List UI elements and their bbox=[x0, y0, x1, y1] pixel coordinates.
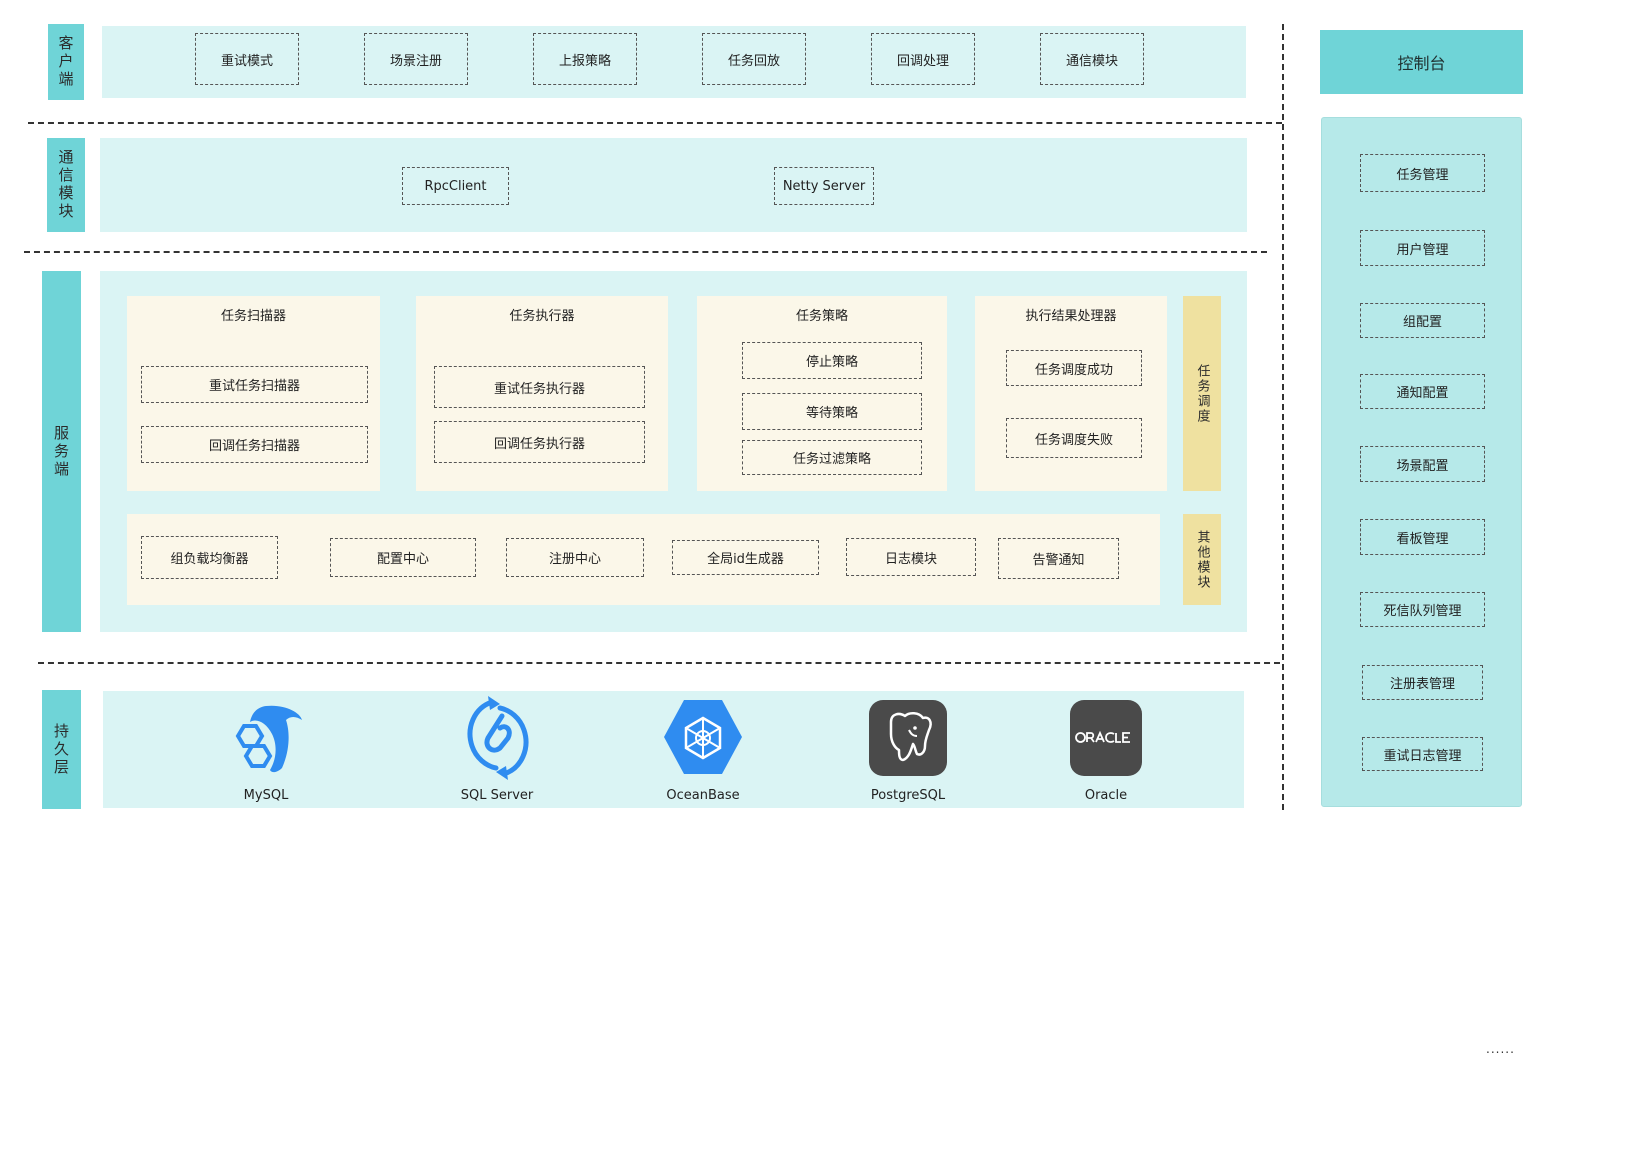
console-item-scene-config: 场景配置 bbox=[1360, 446, 1485, 482]
result-item-success: 任务调度成功 bbox=[1006, 350, 1142, 386]
separator-line bbox=[24, 251, 1267, 253]
other-item-load-balancer: 组负载均衡器 bbox=[141, 536, 278, 579]
db-label-oracle: Oracle bbox=[1084, 788, 1128, 803]
client-item-task-replay: 任务回放 bbox=[702, 33, 806, 85]
other-item-log-module: 日志模块 bbox=[846, 538, 976, 576]
strategy-item-wait: 等待策略 bbox=[742, 393, 922, 430]
executor-card: 任务执行器 bbox=[416, 296, 668, 491]
other-item-alert-notify: 告警通知 bbox=[998, 538, 1119, 579]
result-handler-card: 执行结果处理器 bbox=[975, 296, 1167, 491]
console-item-group-config: 组配置 bbox=[1360, 303, 1485, 338]
comm-item-rpcclient: RpcClient bbox=[402, 167, 509, 205]
other-modules-label: 其他模块 bbox=[1183, 514, 1221, 605]
scanner-card-title: 任务扫描器 bbox=[220, 309, 286, 324]
executor-card-title: 任务执行器 bbox=[509, 309, 575, 324]
console-item-registry-management: 注册表管理 bbox=[1362, 665, 1483, 700]
schedule-label: 任务调度 bbox=[1183, 296, 1221, 491]
mysql-dolphin-icon bbox=[226, 698, 306, 778]
client-item-comm-module: 通信模块 bbox=[1040, 33, 1144, 85]
sqlserver-icon bbox=[458, 694, 538, 782]
separator-line bbox=[28, 122, 1282, 124]
strategy-item-filter: 任务过滤策略 bbox=[742, 440, 922, 475]
ellipsis-text: ...... bbox=[1486, 1042, 1515, 1056]
strategy-card-title: 任务策略 bbox=[795, 309, 848, 324]
client-item-retry-mode: 重试模式 bbox=[195, 33, 299, 85]
result-item-failure: 任务调度失败 bbox=[1006, 418, 1142, 458]
client-item-scene-register: 场景注册 bbox=[364, 33, 468, 85]
comm-layer-band bbox=[100, 138, 1247, 232]
persistence-layer-label: 持久层 bbox=[42, 690, 81, 809]
client-item-report-strategy: 上报策略 bbox=[533, 33, 637, 85]
comm-layer-label: 通信模块 bbox=[47, 138, 85, 232]
console-item-user-management: 用户管理 bbox=[1360, 230, 1485, 266]
console-item-dashboard-management: 看板管理 bbox=[1360, 519, 1485, 555]
console-item-notify-config: 通知配置 bbox=[1360, 374, 1485, 409]
other-item-registry-center: 注册中心 bbox=[506, 538, 644, 577]
executor-item-callback: 回调任务执行器 bbox=[434, 421, 645, 463]
scanner-item-retry: 重试任务扫描器 bbox=[141, 366, 368, 403]
db-label-mysql: MySQL bbox=[243, 788, 289, 803]
executor-item-retry: 重试任务执行器 bbox=[434, 366, 645, 408]
oceanbase-icon bbox=[662, 698, 744, 776]
client-layer-label: 客户端 bbox=[48, 24, 84, 100]
vertical-separator-line bbox=[1282, 24, 1284, 810]
scanner-card: 任务扫描器 bbox=[127, 296, 380, 491]
separator-line bbox=[38, 662, 1280, 664]
postgresql-elephant-icon bbox=[869, 700, 947, 776]
console-panel bbox=[1321, 117, 1522, 807]
server-layer-label: 服务端 bbox=[42, 271, 81, 632]
result-handler-card-title: 执行结果处理器 bbox=[1025, 309, 1117, 324]
oracle-logo-icon bbox=[1070, 700, 1142, 776]
other-item-id-generator: 全局id生成器 bbox=[672, 540, 819, 575]
db-label-sqlserver: SQL Server bbox=[460, 788, 534, 803]
console-item-task-management: 任务管理 bbox=[1360, 154, 1485, 192]
other-item-config-center: 配置中心 bbox=[330, 538, 476, 577]
console-item-retry-log-management: 重试日志管理 bbox=[1362, 737, 1483, 771]
comm-item-netty-server: Netty Server bbox=[774, 167, 874, 205]
scanner-item-callback: 回调任务扫描器 bbox=[141, 426, 368, 463]
db-label-oceanbase: OceanBase bbox=[666, 788, 740, 803]
db-label-postgresql: PostgreSQL bbox=[870, 788, 946, 803]
client-item-callback-handling: 回调处理 bbox=[871, 33, 975, 85]
client-layer-band bbox=[102, 26, 1246, 98]
console-title: 控制台 bbox=[1320, 30, 1523, 94]
console-item-dead-letter-queue: 死信队列管理 bbox=[1360, 592, 1485, 627]
strategy-item-stop: 停止策略 bbox=[742, 342, 922, 379]
